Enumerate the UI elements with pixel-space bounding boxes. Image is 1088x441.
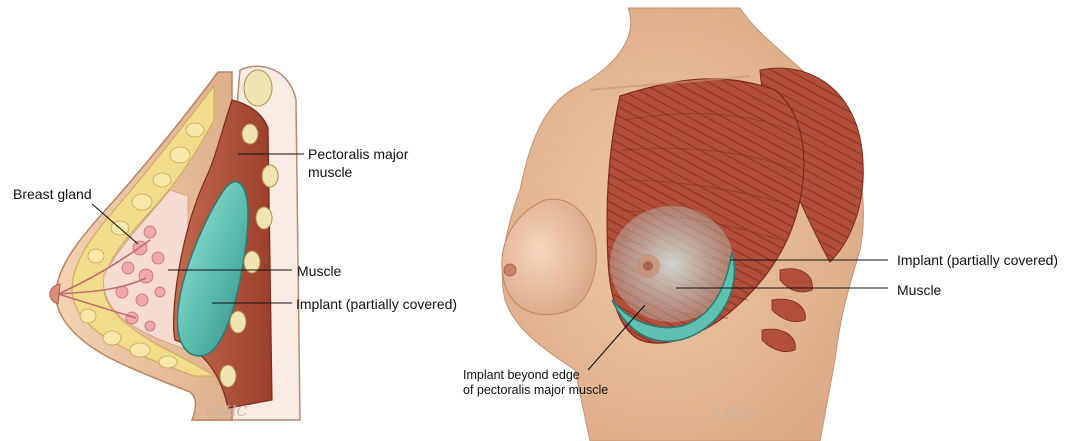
label-right-implant: Implant (partially covered) xyxy=(897,252,1058,269)
right-signature: LAHC xyxy=(711,406,755,422)
nipple xyxy=(50,284,60,304)
label-right-muscle: Muscle xyxy=(897,282,941,299)
label-beyond-line1: Implant beyond edge xyxy=(463,368,580,383)
label-left-muscle: Muscle xyxy=(297,263,341,280)
label-pectoralis-line1: Pectoralis major xyxy=(308,146,408,163)
left-breast-nipple xyxy=(504,264,516,276)
torso-nipple xyxy=(643,261,653,271)
left-signature: LAHC xyxy=(204,404,248,420)
label-breast-gland: Breast gland xyxy=(13,186,92,203)
label-beyond-line2: of pectoralis major muscle xyxy=(463,383,608,398)
label-pectoralis-line2: muscle xyxy=(308,164,352,181)
label-left-implant: Implant (partially covered) xyxy=(296,296,457,313)
left-cross-section xyxy=(50,66,304,420)
